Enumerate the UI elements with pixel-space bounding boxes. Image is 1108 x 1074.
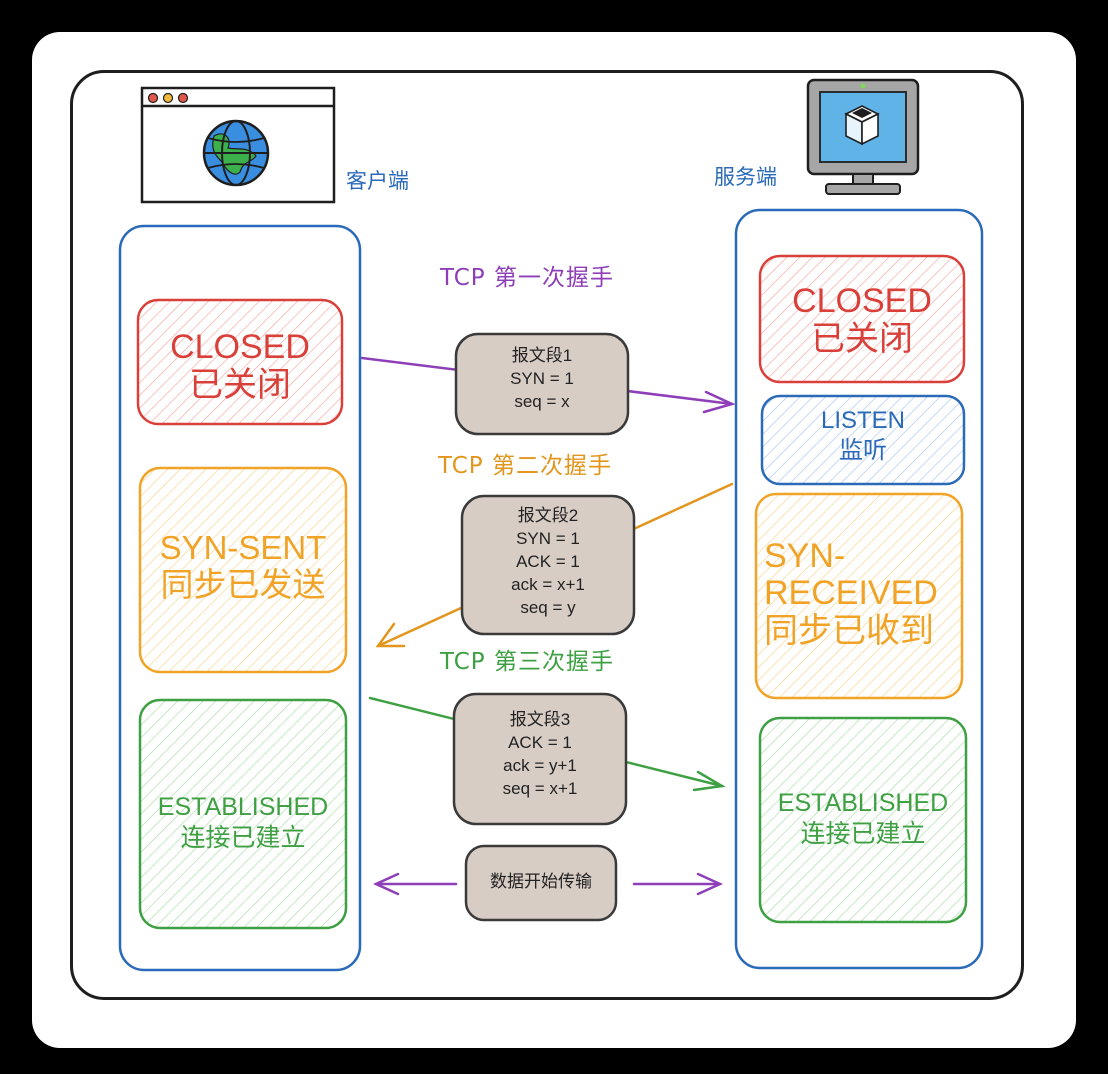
server-label: 服务端 [714,165,777,189]
server-closed-en: CLOSED [792,282,932,320]
client-state-established-box [138,698,348,930]
client-syn-sent-en: SYN-SENT [159,529,327,566]
client-closed-zh: 已关闭 [189,366,291,405]
client-closed-en: CLOSED [170,328,310,366]
server-closed-zh: 已关闭 [811,320,913,359]
segment-2-line: ack = x+1 [511,574,585,594]
segment-2-box [460,494,636,636]
server-listen-en: LISTEN [820,407,906,434]
server-syn-received-zh: 同步已收到 [764,611,934,650]
server-established-label: ESTABLISHED 连接已建立 [760,788,966,851]
segment-1-box [454,332,630,436]
segment-3-text: 报文段3 ACK = 1 ack = y+1 seq = x+1 [454,709,626,801]
server-established-en: ESTABLISHED [777,789,949,817]
data-transfer-right-arrow [632,872,724,896]
globe-icon [202,119,270,187]
data-transfer-label: 数据开始传输 [490,872,592,891]
server-syn-received-label: SYN- RECEIVED 同步已收到 [764,537,960,650]
server-closed-label: CLOSED 已关闭 [760,282,964,358]
segment-1-line: SYN = 1 [510,368,574,388]
segment-1-text: 报文段1 SYN = 1 seq = x [456,345,628,414]
server-syn-received-en-1: SYN- [764,537,846,575]
handshake-3-title: TCP 第三次握手 [440,649,614,675]
handshake-2-title: TCP 第二次握手 [438,453,612,479]
client-established-label: ESTABLISHED 连接已建立 [140,792,346,855]
client-state-syn-sent-box [138,466,348,674]
handshake-1-title: TCP 第一次握手 [440,265,614,291]
client-column [118,224,362,972]
segment-2-line: seq = y [520,597,576,617]
server-listen-zh: 监听 [839,437,887,464]
segment-2-line: ACK = 1 [516,551,580,571]
client-established-zh: 连接已建立 [180,824,306,853]
data-transfer-left-arrow [372,872,458,896]
server-established-zh: 连接已建立 [800,820,926,849]
segment-3-box [452,692,628,826]
server-syn-received-en-2: RECEIVED [764,574,938,613]
segment-3-line: ACK = 1 [508,732,572,752]
server-state-listen-box [760,394,966,486]
server-state-closed-box [758,254,966,384]
segment-2-text: 报文段2 SYN = 1 ACK = 1 ack = x+1 seq = y [462,505,634,620]
segment-1-line: seq = x [514,391,570,411]
client-label: 客户端 [346,169,409,193]
client-established-en: ESTABLISHED [157,793,329,821]
segment-3-line: seq = x+1 [502,778,578,798]
segment-3-line: ack = y+1 [503,755,577,775]
segment-2-line: SYN = 1 [516,528,580,548]
segment-1-line: 报文段1 [511,346,573,365]
server-state-syn-received-box [754,492,964,700]
cube-icon [844,105,880,146]
segment-3-line: 报文段3 [509,710,571,729]
diagram-frame [70,70,1024,1000]
client-closed-label: CLOSED 已关闭 [138,328,342,404]
server-state-established-box [758,716,968,924]
client-syn-sent-label: SYN-SENT 同步已发送 [140,529,346,604]
server-column [734,208,984,970]
segment-2-line: 报文段2 [517,506,579,525]
data-transfer-box [464,844,618,922]
client-state-closed-box [136,298,344,426]
client-syn-sent-zh: 同步已发送 [160,565,326,603]
server-listen-label: LISTEN 监听 [762,406,964,466]
